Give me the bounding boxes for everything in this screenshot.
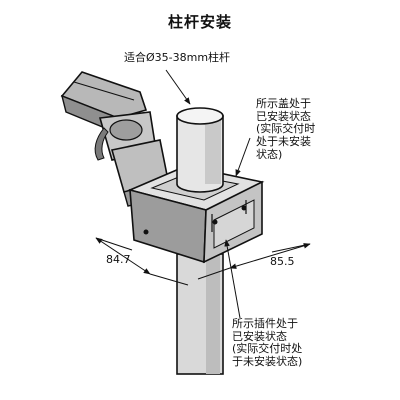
page-title: 柱杆安装: [167, 13, 232, 31]
pole-size-note: 适合Ø35-38mm柱杆: [124, 51, 231, 64]
dimension-right: 85.5: [270, 255, 295, 268]
callout-leaders: [165, 69, 251, 319]
cover-note-line: 所示盖处于: [256, 97, 311, 110]
plug-note-line: 所示插件处于: [232, 317, 298, 330]
cover-note-line: 已安装状态: [256, 109, 311, 123]
plug-note: 所示插件处于 已安装状态 (实际交付时处 于未安装状态): [232, 317, 342, 369]
plug-note-line: (实际交付时处: [232, 342, 303, 356]
dimension-lines: [95, 237, 311, 286]
plug-note-line: 于未安装状态): [232, 354, 303, 368]
lower-pole: [176, 253, 224, 375]
cover-note: 所示盖处于 已安装状态 (实际交付时 处于未安装 状态): [256, 97, 346, 161]
dimension-left: 84.7: [106, 253, 131, 266]
cover-note-line: 处于未安装: [256, 134, 311, 148]
plug-note-line: 已安装状态: [232, 329, 287, 343]
cover-note-line: 状态): [256, 147, 283, 161]
cover-note-line: (实际交付时: [256, 122, 316, 136]
upper-pole: [176, 107, 224, 193]
